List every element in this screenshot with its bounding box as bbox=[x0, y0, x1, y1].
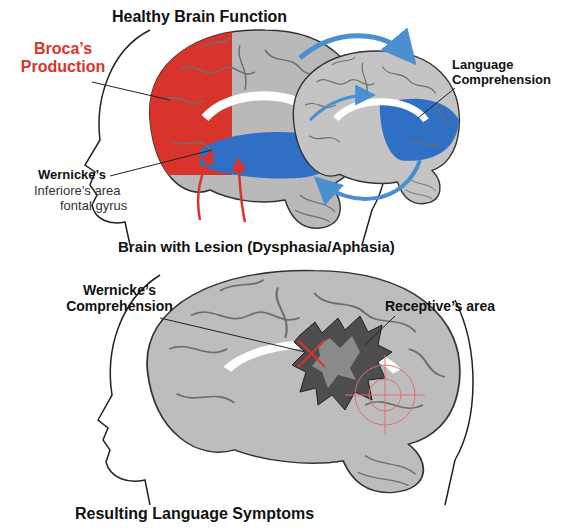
region-label: Receptive’s area bbox=[385, 298, 495, 314]
region-label: fontal gyrus bbox=[60, 199, 127, 214]
section-heading: Brain with Lesion (Dysphasia/Aphasia) bbox=[118, 238, 395, 255]
leader-line bbox=[92, 82, 170, 100]
leader-line bbox=[110, 150, 212, 176]
diagram-caption: Resulting Language Symptoms bbox=[75, 505, 314, 523]
region-label: Wernicke’s bbox=[38, 168, 106, 183]
region-label: Broca’s Production bbox=[18, 40, 108, 77]
flow-arrow bbox=[300, 36, 412, 60]
leader-line bbox=[418, 88, 455, 118]
diagram-title: Healthy Brain Function bbox=[112, 8, 287, 26]
flow-arrow bbox=[318, 160, 420, 199]
brain-gyri bbox=[305, 57, 451, 199]
region-label: Wernicke’s Comprehension bbox=[62, 282, 177, 314]
lesion-cross bbox=[298, 340, 325, 367]
pathway-arrow bbox=[198, 152, 212, 220]
corpus-callosum bbox=[336, 102, 426, 121]
flow-arrow bbox=[310, 95, 372, 120]
brain-shape bbox=[293, 51, 459, 204]
lesion bbox=[292, 316, 392, 410]
comprehension-brain bbox=[293, 51, 459, 204]
leader-line bbox=[160, 318, 305, 352]
leader-line bbox=[365, 316, 395, 345]
pathway-arrow bbox=[238, 160, 245, 222]
target-marker bbox=[385, 355, 386, 435]
region-label: Inferiore’s area bbox=[34, 184, 120, 199]
region-label: Language Comprehension bbox=[452, 58, 564, 88]
comprehension-region bbox=[380, 99, 459, 161]
lesion-cross bbox=[298, 340, 325, 367]
